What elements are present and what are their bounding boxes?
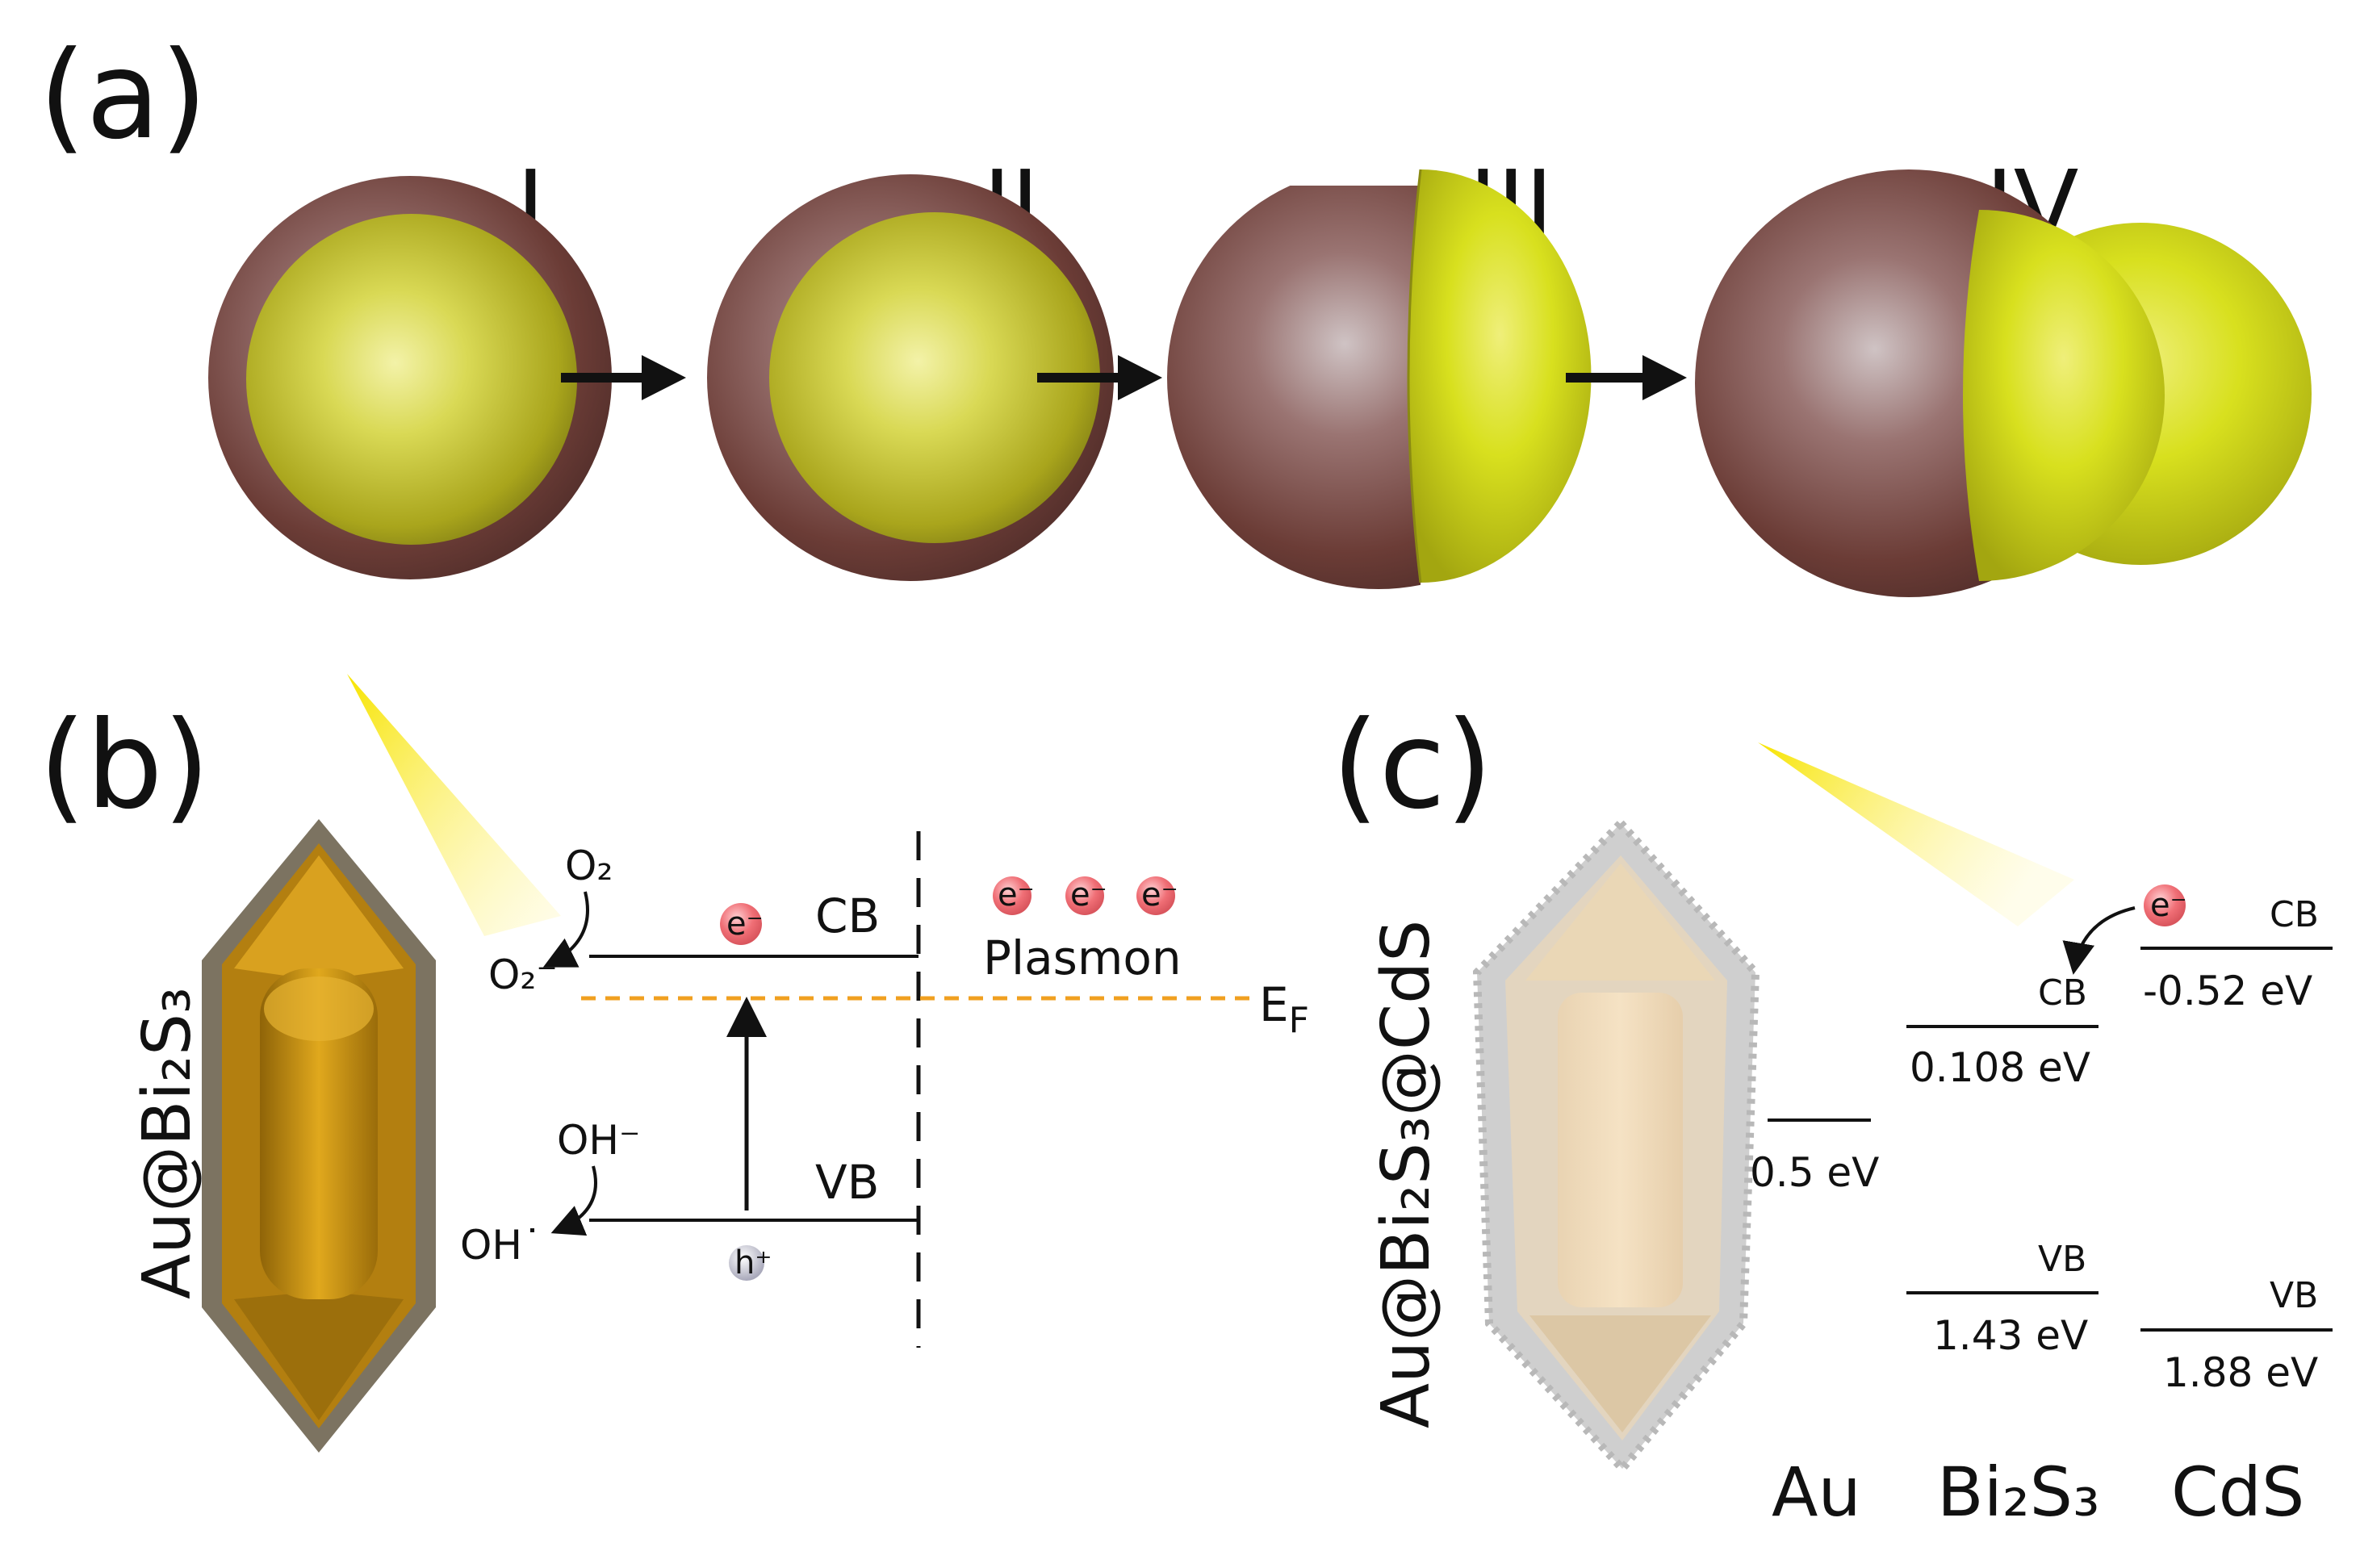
- electron-cds: [2144, 884, 2186, 926]
- plasmon-electron-1: [993, 876, 1031, 915]
- particle-stage-i: [208, 176, 612, 579]
- cds-vb-value: 1.88 eV: [2163, 1349, 2318, 1396]
- bi2s3-vb-label: VB: [2038, 1239, 2086, 1280]
- particle-stage-iv: [1695, 169, 2312, 597]
- vb-label-b: VB: [815, 1155, 879, 1210]
- cds-cb-value: -0.52 eV: [2143, 968, 2312, 1014]
- hole-vb: [729, 1245, 764, 1281]
- light-beam-b: [347, 674, 561, 936]
- cds-vb-label: VB: [2270, 1275, 2318, 1316]
- o2-reduction-arrow: [542, 891, 589, 968]
- rod-au-bi2s3: [202, 819, 436, 1453]
- bi2s3-cb-value: 0.108 eV: [1910, 1044, 2090, 1091]
- plasmon-label: Plasmon: [983, 930, 1182, 985]
- material-bi2s3: Bi₂S₃: [1937, 1453, 2100, 1532]
- material-au: Au: [1772, 1453, 1861, 1532]
- electron-cb-label: e⁻: [726, 905, 764, 943]
- rod-b-label: Au@Bi₂S₃: [129, 987, 206, 1299]
- bi2s3-cb-label: CB: [2038, 972, 2087, 1014]
- rod-au-bi2s3-cds: [1472, 817, 1760, 1475]
- bi2s3-vb-value: 1.43 eV: [1933, 1312, 2088, 1359]
- particle-stage-ii: [707, 174, 1114, 581]
- panel-b-label: (b): [39, 696, 210, 836]
- oh-minus-label: OH⁻: [557, 1117, 640, 1164]
- panel-c-label: (c): [1332, 696, 1493, 836]
- oh-oxidation-arrow: [550, 1165, 597, 1236]
- rod-c-label: Au@Bi₂S₃@CdS: [1368, 920, 1445, 1428]
- oh-radical-label: OH˙: [460, 1222, 542, 1269]
- panel-a-label: (a): [39, 26, 207, 166]
- electron-cds-label: e⁻: [2150, 887, 2187, 924]
- particle-stage-iii: [1167, 169, 1592, 589]
- o2-label: O₂: [565, 843, 613, 889]
- plasmon-electron-2-label: e⁻: [1070, 876, 1107, 914]
- plasmon-electron-1-label: e⁻: [998, 876, 1035, 914]
- material-cds: CdS: [2171, 1453, 2304, 1532]
- plasmon-electron-2: [1065, 876, 1104, 915]
- hole-vb-label: h⁺: [734, 1244, 772, 1282]
- light-beam-c: [1758, 742, 2074, 926]
- au-level-value: 0.5 eV: [1750, 1149, 1879, 1196]
- stage-arrows: [561, 355, 1687, 400]
- electron-transfer-arrow: [2062, 906, 2136, 975]
- electron-cb: [720, 903, 762, 945]
- plasmon-electron-3-label: e⁻: [1141, 876, 1178, 914]
- fermi-label: EF: [1259, 977, 1309, 1041]
- cds-cb-label: CB: [2270, 894, 2319, 935]
- o2-radical-label: O₂⁻: [488, 951, 558, 998]
- cb-label-b: CB: [815, 889, 880, 943]
- plasmon-electron-3: [1136, 876, 1175, 915]
